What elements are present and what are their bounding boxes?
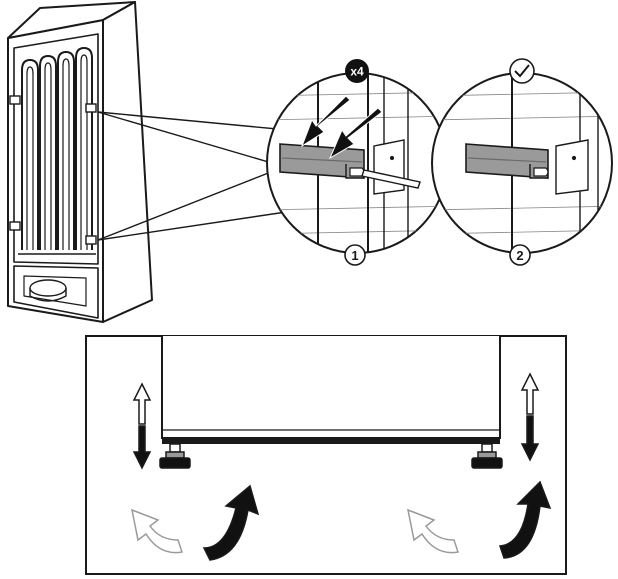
double-arrow-up-down-icon bbox=[520, 372, 540, 462]
quantity-badge: x4 bbox=[345, 59, 369, 83]
step-2-label: 2 bbox=[516, 248, 523, 263]
adjustable-foot-icon bbox=[471, 443, 503, 469]
step-marker-2: 2 bbox=[509, 244, 531, 266]
check-icon bbox=[509, 58, 535, 84]
step-marker-1: 1 bbox=[344, 244, 366, 266]
rotate-arrow-icon bbox=[130, 508, 183, 554]
adjustable-foot-icon bbox=[159, 443, 191, 469]
rotate-arrow-icon bbox=[202, 484, 260, 561]
double-arrow-up-down-icon bbox=[132, 382, 152, 470]
rotate-arrow-icon bbox=[406, 508, 459, 554]
zoom-circle-step-1 bbox=[266, 72, 448, 254]
step-1-label: 1 bbox=[351, 248, 358, 263]
quantity-badge-label: x4 bbox=[350, 65, 364, 79]
insert-arrow-icon bbox=[300, 95, 383, 160]
appliance-body bbox=[161, 336, 501, 439]
zoom-circle-step-2 bbox=[431, 72, 613, 254]
appliance-base bbox=[162, 438, 500, 444]
spacer-clips bbox=[9, 95, 97, 245]
leveling-panel bbox=[85, 335, 567, 575]
rotate-arrow-icon bbox=[498, 480, 552, 559]
callout-lines bbox=[97, 111, 289, 241]
condenser-coil bbox=[18, 46, 96, 255]
